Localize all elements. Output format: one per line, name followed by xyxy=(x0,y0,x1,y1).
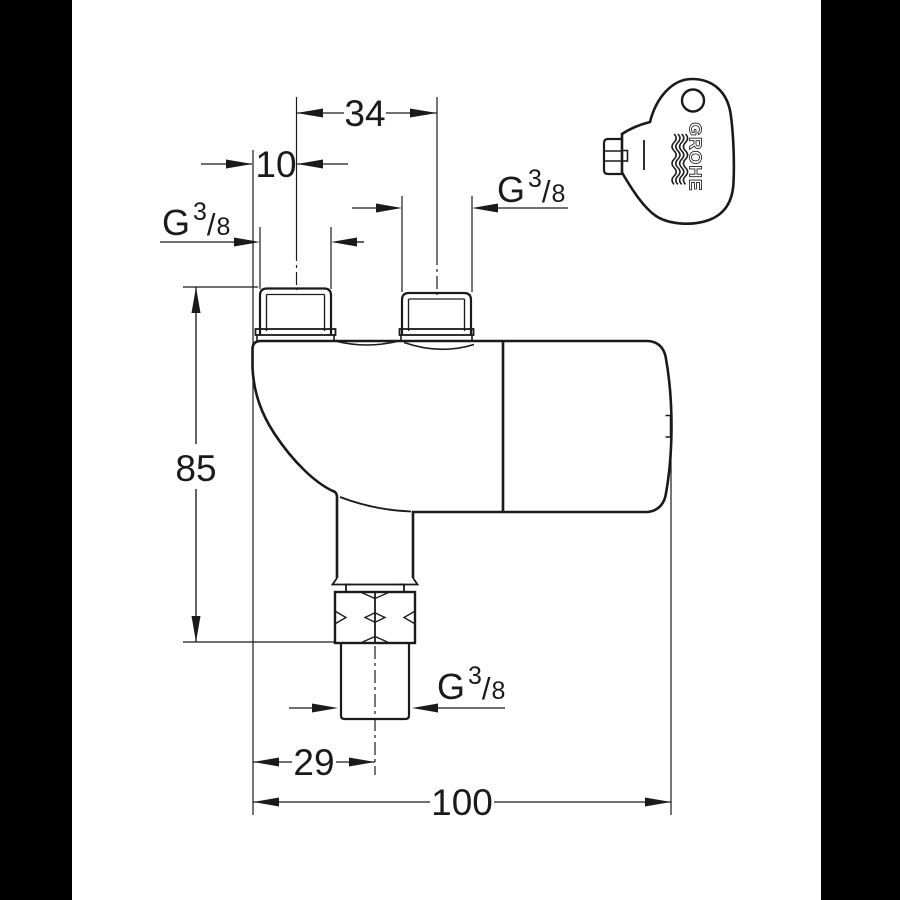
key-hole xyxy=(680,88,706,113)
arrowhead-right xyxy=(297,159,323,169)
thread-denominator: 8 xyxy=(492,677,506,705)
thread-prefix: G xyxy=(497,169,525,210)
dimension-29: 29 xyxy=(253,742,375,783)
arrowhead-right xyxy=(312,703,338,713)
hex-nut xyxy=(333,590,417,645)
thread-denominator: 8 xyxy=(217,213,231,241)
logo-wave-3 xyxy=(675,133,681,185)
body-fillet-curve xyxy=(339,496,412,513)
dimension-10: 10 xyxy=(201,144,348,185)
thread-slash: / xyxy=(207,207,216,242)
hex-nut-top-chamfer xyxy=(361,592,389,600)
arrowhead-down xyxy=(191,616,201,642)
arrowhead-left xyxy=(253,757,279,767)
inlet-right-outline xyxy=(400,291,473,335)
dim-label-10: 10 xyxy=(255,144,296,185)
logo-wave-4 xyxy=(671,133,677,185)
outlet-flare xyxy=(330,577,420,586)
inlet-left-pedestal xyxy=(256,335,335,341)
dim-label-34: 34 xyxy=(344,93,385,134)
thread-prefix: G xyxy=(437,666,465,707)
dim-label-100: 100 xyxy=(431,782,493,823)
dim-label-85: 85 xyxy=(175,448,216,489)
drawing-paper xyxy=(72,0,821,900)
key-brand-text: GROHE xyxy=(686,122,706,191)
body-shoulder-curve xyxy=(403,341,475,351)
arrowhead-left xyxy=(472,203,498,213)
dimension-85: 85 xyxy=(175,286,335,643)
key-bit-steps xyxy=(605,150,622,162)
extension-lines xyxy=(252,97,672,815)
dimension-100: 100 xyxy=(253,782,671,823)
thread-slash: / xyxy=(482,671,491,706)
hex-nut-bottom-chamfer xyxy=(361,635,389,643)
grohe-logo: GROHE xyxy=(671,122,706,192)
arrowhead-right xyxy=(376,203,402,213)
inlet-right-inner-lines xyxy=(407,298,466,331)
arrowhead-right xyxy=(410,108,437,118)
dimension-34: 34 xyxy=(296,93,437,134)
thread-prefix: G xyxy=(162,202,190,243)
arrowhead-left xyxy=(331,237,357,247)
inlet-nut-left xyxy=(254,287,337,341)
arrowhead-right xyxy=(234,237,260,247)
arrowhead-left xyxy=(412,703,438,713)
thread-slash: / xyxy=(542,174,551,209)
key-paddle-outline xyxy=(620,77,736,225)
outlet-stub xyxy=(339,643,411,721)
thread-denominator: 8 xyxy=(552,180,566,208)
thread-numerator: 3 xyxy=(468,662,482,690)
key-bit-notch xyxy=(621,149,629,162)
logo-wave-1 xyxy=(682,133,689,185)
arrowhead-left xyxy=(253,797,279,807)
arrowhead-left xyxy=(226,159,253,169)
arrowhead-right xyxy=(349,757,375,767)
inlet-left-inner-lines xyxy=(265,293,326,331)
key-bit-outline xyxy=(602,137,622,176)
thread-numerator: 3 xyxy=(528,165,542,193)
logo-wave-2 xyxy=(678,133,685,185)
inlet-left-flange xyxy=(254,328,337,336)
body-top-dip-curve xyxy=(334,340,400,346)
arrowhead-left xyxy=(296,108,323,118)
inlet-left-outline xyxy=(258,287,333,335)
body-outline xyxy=(251,339,673,578)
dim-label-29: 29 xyxy=(293,742,334,783)
hex-nut-facet-marks xyxy=(335,610,415,625)
inlet-right-flange xyxy=(398,328,475,336)
inlet-nut-right xyxy=(398,291,475,341)
thread-numerator: 3 xyxy=(193,198,207,226)
valve-body xyxy=(251,339,673,578)
arrowhead-up xyxy=(191,287,201,313)
arrowhead-right xyxy=(645,797,671,807)
grohe-key: GROHE xyxy=(602,77,736,225)
outlet-assembly xyxy=(330,577,420,721)
handle-end-marks xyxy=(665,414,672,438)
inlet-right-pedestal xyxy=(400,335,473,341)
